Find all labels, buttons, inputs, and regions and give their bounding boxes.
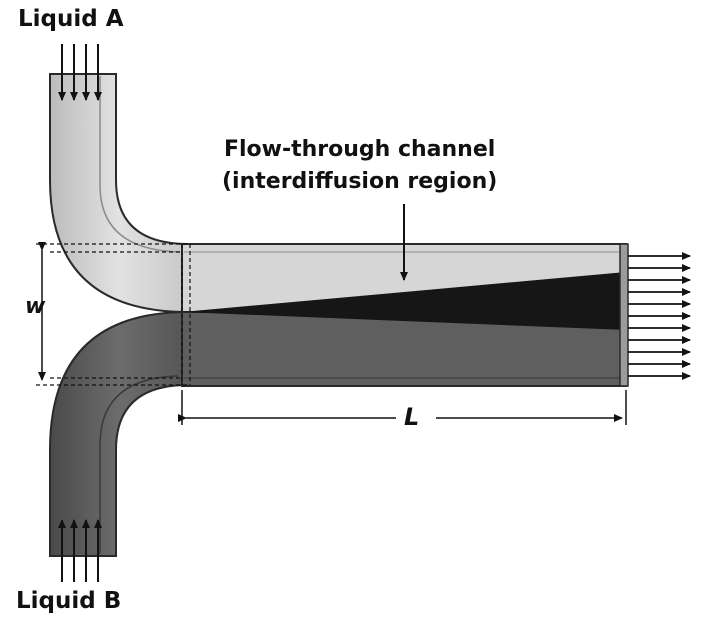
width-symbol: w bbox=[25, 294, 46, 319]
channel-label: Flow-through channel (interdiffusion reg… bbox=[222, 134, 497, 198]
length-symbol: L bbox=[404, 403, 420, 431]
liquid-b-inlet-channel bbox=[49, 310, 189, 557]
channel-outlet-face bbox=[619, 243, 629, 387]
outflow-arrows bbox=[628, 252, 691, 380]
channel-label-line2: (interdiffusion region) bbox=[222, 169, 498, 194]
liquid-a-inner-edge bbox=[99, 76, 181, 253]
channel-label-line1: Flow-through channel bbox=[223, 137, 496, 162]
interdiffusion-region bbox=[182, 272, 626, 330]
liquid-a-inlet-channel bbox=[49, 73, 189, 314]
liquid-a-inflow-arrows bbox=[58, 44, 102, 101]
liquid-b-label: Liquid B bbox=[16, 588, 122, 614]
liquid-b-inflow-arrows bbox=[58, 519, 102, 582]
length-dimension-arrow bbox=[178, 390, 627, 425]
liquid-a-label: Liquid A bbox=[18, 6, 124, 32]
junction-dashed-lines bbox=[36, 243, 191, 386]
liquid-b-inner-edge bbox=[99, 375, 179, 554]
